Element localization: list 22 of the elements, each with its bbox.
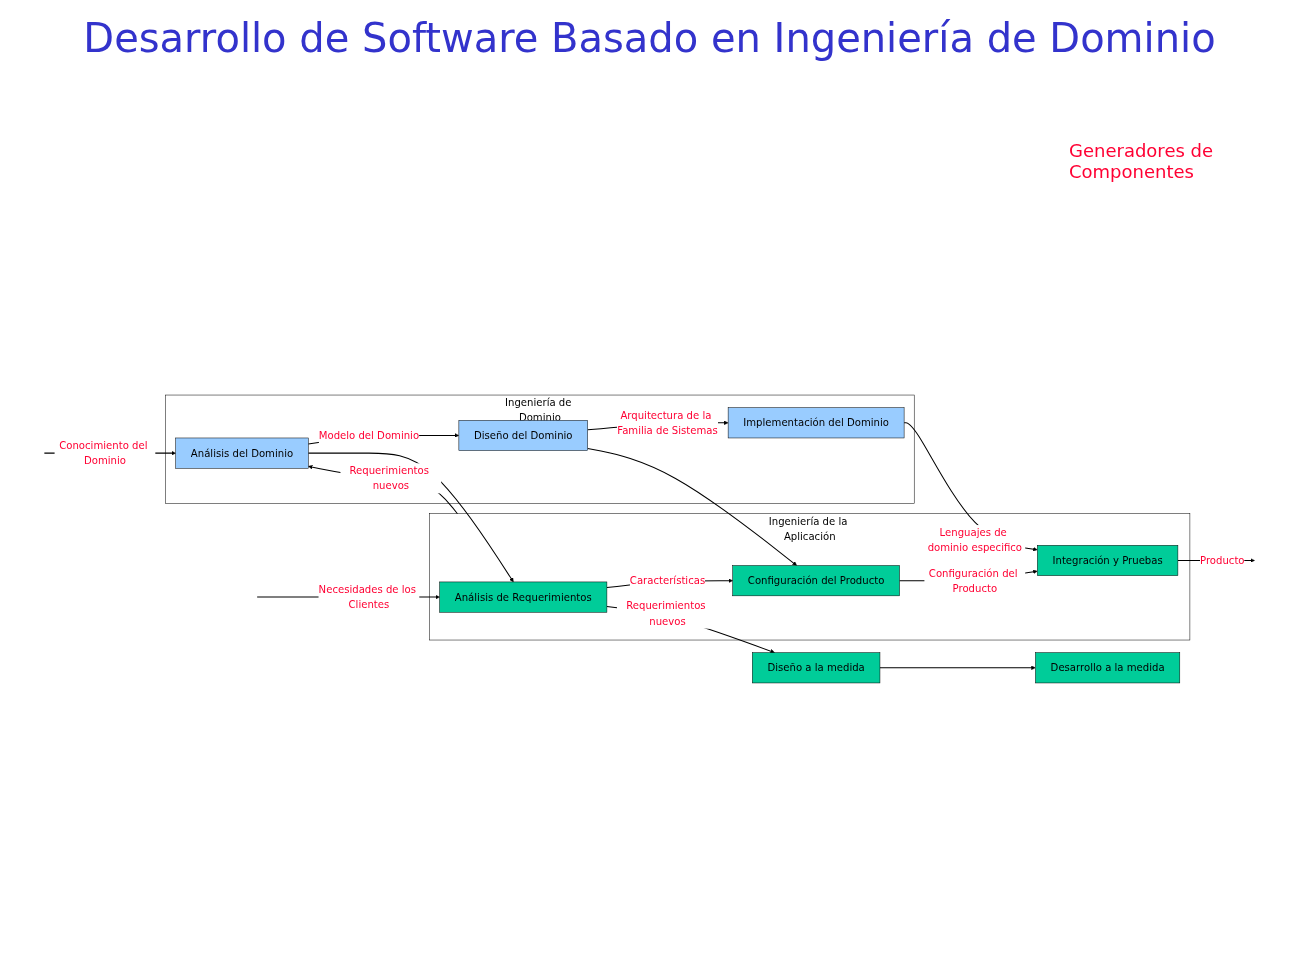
node-box: Diseño del Dominio — [458, 420, 588, 451]
node-box: Análisis del Dominio — [175, 437, 309, 469]
edge-label: Producto — [1200, 554, 1245, 567]
node-box: Implementación del Dominio — [727, 407, 905, 439]
arrow — [879, 665, 1036, 671]
edge-label: Arquitectura de la Familia de Sistemas — [617, 409, 718, 437]
edge-label: Lenguajes de dominio especifico — [927, 526, 1023, 554]
note-text: Generadores de Componentes — [1069, 140, 1215, 182]
edge-label: Requerimientos nuevos — [626, 599, 706, 628]
edge-label: Modelo del Dominio — [318, 429, 420, 442]
diagram-title: Desarrollo de Software Basado en Ingeniería de Dominio — [82, 14, 1217, 62]
arrow — [587, 447, 797, 566]
node-box: Análisis de Requerimientos — [439, 581, 608, 613]
edge-label: Características — [629, 574, 706, 587]
edge-label: Requerimientos nuevos — [349, 464, 429, 493]
edge-label: Configuración del Producto — [928, 567, 1018, 595]
node-box: Diseño a la medida — [752, 652, 881, 684]
node-box: Configuración del Producto — [732, 565, 900, 597]
node-box: Integración y Pruebas — [1037, 545, 1179, 576]
node-box: Desarrollo a la medida — [1035, 652, 1181, 684]
edge-label: Necesidades de los Clientes — [318, 583, 417, 611]
edge-label: Conocimiento del Dominio — [59, 439, 148, 467]
